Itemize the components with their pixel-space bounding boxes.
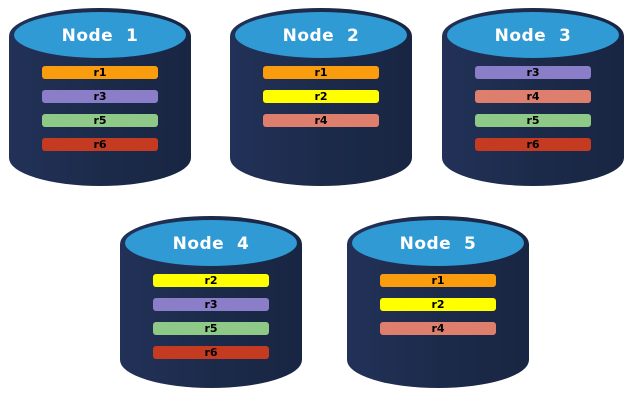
replica-bar-r4: r4: [475, 90, 591, 103]
replica-list: r3 r4 r5 r6: [475, 66, 591, 151]
node-cylinder-1: Node 1 r1 r3 r5 r6: [9, 8, 191, 186]
replica-bar-r6: r6: [475, 138, 591, 151]
cylinder-top-ellipse: Node 2: [235, 12, 407, 58]
replica-list: r1 r2 r4: [263, 66, 379, 127]
replica-list: r1 r3 r5 r6: [42, 66, 158, 151]
node-cylinder-5: Node 5 r1 r2 r4: [347, 216, 529, 388]
replica-bar-r3: r3: [475, 66, 591, 79]
cylinder-top-ellipse: Node 5: [352, 220, 524, 266]
replica-bar-r6: r6: [42, 138, 158, 151]
replica-bar-r2: r2: [380, 298, 496, 311]
node-cylinder-4: Node 4 r2 r3 r5 r6: [120, 216, 302, 388]
replica-bar-r2: r2: [263, 90, 379, 103]
cylinder-top-ellipse: Node 4: [125, 220, 297, 266]
replica-bar-r1: r1: [263, 66, 379, 79]
replica-bar-r1: r1: [380, 274, 496, 287]
node-title: Node 4: [172, 234, 250, 254]
node-title: Node 5: [399, 234, 477, 254]
replica-list: r2 r3 r5 r6: [153, 274, 269, 359]
replica-bar-r1: r1: [42, 66, 158, 79]
node-title: Node 3: [494, 26, 572, 46]
replica-bar-r4: r4: [263, 114, 379, 127]
node-cylinder-2: Node 2 r1 r2 r4: [230, 8, 412, 186]
replica-bar-r3: r3: [153, 298, 269, 311]
replica-bar-r5: r5: [153, 322, 269, 335]
replica-bar-r2: r2: [153, 274, 269, 287]
replica-bar-r5: r5: [42, 114, 158, 127]
node-title: Node 1: [61, 26, 139, 46]
cylinder-top-ellipse: Node 1: [14, 12, 186, 58]
replica-bar-r5: r5: [475, 114, 591, 127]
node-cylinder-3: Node 3 r3 r4 r5 r6: [442, 8, 624, 186]
replica-list: r1 r2 r4: [380, 274, 496, 335]
cylinder-top-ellipse: Node 3: [447, 12, 619, 58]
replica-bar-r3: r3: [42, 90, 158, 103]
node-title: Node 2: [282, 26, 360, 46]
replica-bar-r4: r4: [380, 322, 496, 335]
replica-bar-r6: r6: [153, 346, 269, 359]
